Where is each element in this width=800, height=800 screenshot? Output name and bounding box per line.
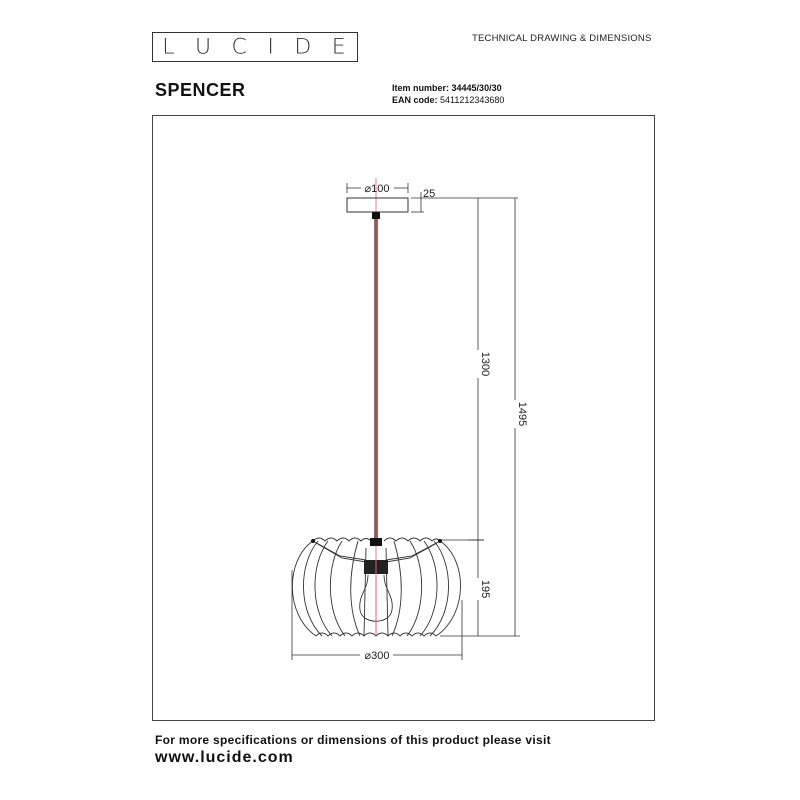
logo-letter: E [331,35,348,59]
svg-text:⌀100: ⌀100 [365,183,390,195]
website-link[interactable]: www.lucide.com [155,749,294,766]
brand-logo: L U C I D E [152,32,358,62]
dim-shade-diameter: ⌀300 [291,570,463,662]
logo-letter: I [267,35,276,59]
cable-grip [372,212,380,219]
footer-note: For more specifications or dimensions of… [155,733,551,747]
dim-total-height: 1495 [508,198,528,636]
ean-value: 5411212343680 [440,94,505,105]
logo-letter: L [162,35,177,59]
ean-label: EAN code: [392,94,438,105]
dim-canopy-diameter: ⌀100 [346,183,409,195]
product-name: SPENCER [155,80,246,100]
logo-letter: U [194,35,214,59]
socket-top [370,538,382,546]
shade-joint [311,539,315,543]
canopy [346,197,409,213]
shade-joint [438,539,442,543]
logo-letter: D [294,35,314,59]
svg-text:25: 25 [423,188,435,200]
shade [291,537,461,637]
product-meta: Item number: 34445/30/30 EAN code: 54112… [392,83,504,106]
logo-letter: C [231,35,249,59]
item-number-value: 34445/30/30 [451,83,502,93]
dim-shade-height: 195 [471,540,491,636]
drawing-frame [152,115,655,721]
doc-type-label: TECHNICAL DRAWING & DIMENSIONS [472,33,652,44]
ean-row: EAN code: 5411212343680 [392,95,504,107]
svg-text:⌀300: ⌀300 [365,650,390,662]
dim-canopy-height: 25 [411,188,518,213]
dim-cable-length: 1300 [468,198,491,541]
svg-text:195: 195 [479,580,491,598]
item-number-label: Item number: [392,83,450,93]
svg-text:1495: 1495 [516,402,528,426]
svg-text:1300: 1300 [479,352,491,376]
item-number-row: Item number: 34445/30/30 [392,83,504,95]
